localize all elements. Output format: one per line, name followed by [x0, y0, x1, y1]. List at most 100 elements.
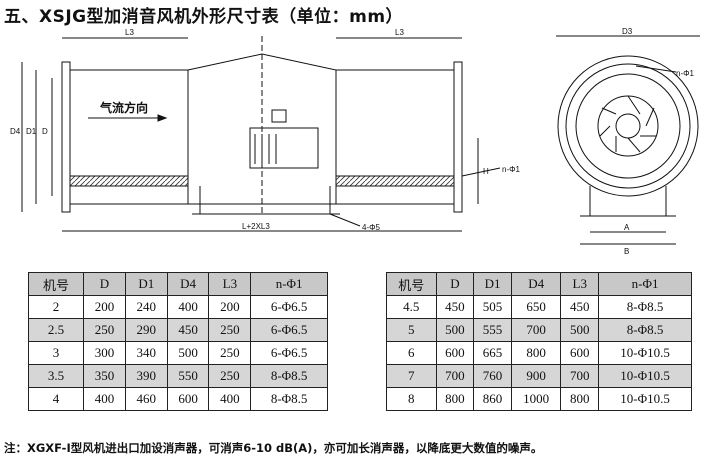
table-cell: 505 [473, 295, 512, 319]
dim-n-phi-side: n-Φ1 [502, 165, 520, 174]
table-cell: 550 [166, 364, 210, 388]
col-header: 机号 [27, 272, 85, 296]
dim-l3-right: L3 [395, 28, 404, 37]
table-cell: 8-Φ8.5 [598, 295, 692, 319]
table-cell: 3.5 [27, 364, 85, 388]
dim-four-phi: 4-Φ5 [362, 223, 380, 232]
table-cell: 340 [124, 341, 168, 365]
table-cell: 600 [560, 341, 600, 365]
spec-table-left: 机号 D D1 D4 L3 n-Φ1 2 200 240 400 200 6-Φ… [27, 272, 328, 411]
table-cell: 6-Φ6.5 [250, 341, 328, 365]
junction-box [271, 109, 287, 123]
col-header: n-Φ1 [250, 272, 328, 296]
col-header: 机号 [386, 272, 437, 296]
col-header: D4 [510, 272, 562, 296]
table-cell: 250 [83, 318, 126, 342]
table-cell: 400 [83, 387, 126, 411]
table-cell: 5 [386, 318, 437, 342]
table-cell: 400 [208, 387, 252, 411]
col-header: D [83, 272, 126, 296]
table-cell: 240 [124, 295, 168, 319]
table-cell: 900 [510, 364, 562, 388]
table-cell: 350 [83, 364, 126, 388]
table-cell: 800 [435, 387, 475, 411]
table-row: 5 500 555 700 500 8-Φ8.5 [386, 318, 692, 342]
table-cell: 10-Φ10.5 [598, 341, 692, 365]
table-cell: 7 [386, 364, 437, 388]
table-cell: 200 [83, 295, 126, 319]
table-cell: 700 [560, 364, 600, 388]
table-row: 4 400 460 600 400 8-Φ8.5 [27, 387, 328, 411]
table-cell: 760 [473, 364, 512, 388]
col-header: L3 [560, 272, 600, 296]
table-row: 6 600 665 800 600 10-Φ10.5 [386, 341, 692, 365]
dim-total-length: L+2XL3 [242, 222, 270, 231]
dim-a: A [624, 223, 630, 232]
table-cell: 2 [27, 295, 85, 319]
table-row: 3 300 340 500 250 6-Φ6.5 [27, 341, 328, 365]
table-cell: 4 [27, 387, 85, 411]
table-cell: 6 [386, 341, 437, 365]
table-row: 2 200 240 400 200 6-Φ6.5 [27, 295, 328, 319]
footnote: 注：XGXF-I型风机进出口加设消声器，可消声6-10 dB(A)，亦可加长消声… [4, 441, 543, 455]
dim-d4: D4 [10, 127, 21, 136]
table-cell: 450 [560, 295, 600, 319]
table-cell: 6-Φ6.5 [250, 318, 328, 342]
table-cell: 600 [435, 341, 475, 365]
table-row: 2.5 250 290 450 250 6-Φ6.5 [27, 318, 328, 342]
table-cell: 800 [510, 341, 562, 365]
table-cell: 700 [435, 364, 475, 388]
table-cell: 460 [124, 387, 168, 411]
right-flange [453, 61, 463, 213]
table-cell: 700 [510, 318, 562, 342]
col-header: n-Φ1 [598, 272, 692, 296]
col-header: D [435, 272, 475, 296]
table-cell: 8-Φ8.5 [598, 318, 692, 342]
table-cell: 8-Φ8.5 [250, 364, 328, 388]
fan-outline-drawing: L3 L3 D4 D1 D H n-Φ1 4-Φ5 L+2XL3 气流方向 D3… [10, 27, 700, 256]
table-cell: 10-Φ10.5 [598, 364, 692, 388]
left-flange [61, 61, 71, 213]
table-cell: 450 [166, 318, 210, 342]
col-header: D1 [124, 272, 168, 296]
table-cell: 1000 [510, 387, 562, 411]
flow-direction-label: 气流方向 [99, 100, 148, 115]
dim-d3: D3 [622, 27, 633, 36]
table-cell: 3 [27, 341, 85, 365]
table-cell: 290 [124, 318, 168, 342]
col-header: L3 [208, 272, 252, 296]
table-row: 3.5 350 390 550 250 8-Φ8.5 [27, 364, 328, 388]
end-view-feet [580, 186, 676, 217]
table-cell: 400 [166, 295, 210, 319]
motor-housing [249, 127, 319, 169]
table-cell: 2.5 [27, 318, 85, 342]
col-header: D4 [166, 272, 210, 296]
table-cell: 555 [473, 318, 512, 342]
side-view [21, 36, 501, 232]
dim-d1: D1 [26, 127, 37, 136]
table-cell: 250 [208, 318, 252, 342]
page-title: 五、XSJG型加消音风机外形尺寸表（单位：mm） [4, 7, 404, 27]
table-cell: 450 [435, 295, 475, 319]
table-cell: 10-Φ10.5 [598, 387, 692, 411]
table-cell: 800 [560, 387, 600, 411]
dim-d: D [42, 127, 48, 136]
support-feet [192, 186, 340, 215]
table-cell: 6-Φ6.5 [250, 295, 328, 319]
table-row: 8 800 860 1000 800 10-Φ10.5 [386, 387, 692, 411]
spec-table-right: 机号 D D1 D4 L3 n-Φ1 4.5 450 505 650 450 8… [386, 272, 692, 411]
dim-b: B [624, 247, 629, 256]
dim-n-phi-end: n-Φ1 [676, 69, 694, 78]
end-view [556, 35, 700, 245]
table-cell: 665 [473, 341, 512, 365]
table-cell: 500 [560, 318, 600, 342]
table-cell: 8-Φ8.5 [250, 387, 328, 411]
table-header-row: 机号 D D1 D4 L3 n-Φ1 [386, 272, 692, 296]
table-cell: 250 [208, 341, 252, 365]
table-cell: 500 [166, 341, 210, 365]
dim-l3-left: L3 [125, 28, 134, 37]
dim-h: H [483, 167, 489, 176]
table-row: 7 700 760 900 700 10-Φ10.5 [386, 364, 692, 388]
col-header: D1 [473, 272, 512, 296]
table-cell: 200 [208, 295, 252, 319]
